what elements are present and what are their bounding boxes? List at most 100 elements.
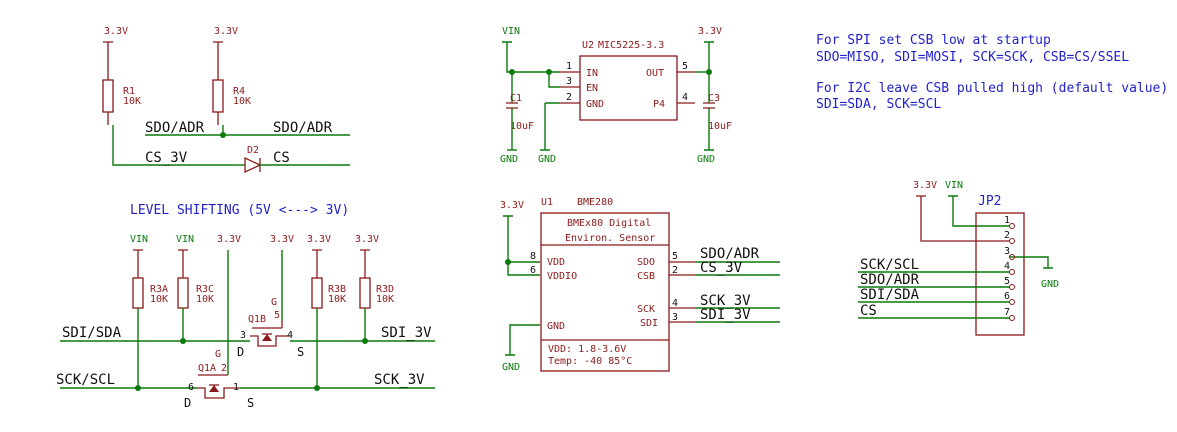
u1-title1: BMEx80 Digital: [567, 218, 651, 229]
q1b-d: D: [237, 345, 244, 359]
q1b-g: G: [271, 297, 277, 308]
net-sdo-adr-right: SDO/ADR: [273, 120, 333, 136]
v33-label-r3b: 3.3V: [307, 234, 331, 245]
u1-pin4: 4: [672, 298, 678, 309]
r3d-value: 10K: [376, 294, 394, 305]
jp2-pin-2: 2: [1004, 230, 1010, 241]
resistor-r3b: [311, 277, 323, 309]
u2-pin2: 2: [566, 92, 572, 103]
net-jp2-sdo-adr: SDO/ADR: [860, 272, 920, 288]
u2-part: MIC5225-3.3: [598, 40, 664, 51]
jp2-pin-5: 5: [1004, 276, 1010, 287]
net-sdo-adr-left: SDO/ADR: [145, 120, 205, 136]
q1b-ref: Q1B: [248, 314, 266, 325]
jp2-pin-contact: [1009, 315, 1015, 321]
header-jp2: 3.3V VIN JP2 GND SCK/SCL SDO/ADR SDI/SDA…: [858, 180, 1059, 336]
u2-pin4: 4: [682, 92, 688, 103]
r1-ref: R1: [123, 86, 135, 97]
v33-label-u2: 3.3V: [698, 26, 722, 37]
net-sdi-3v: SDI_3V: [381, 325, 432, 341]
note-line1: For SPI set CSB low at startup: [816, 33, 1051, 48]
u1-title2: Environ. Sensor: [565, 233, 655, 244]
u2-gnd: GND: [586, 99, 604, 110]
u2-pin1: 1: [566, 61, 572, 72]
q1a-ref: Q1A: [198, 363, 216, 374]
net-cs: CS: [273, 150, 290, 166]
net-u1-cs-3v: CS_3V: [700, 260, 743, 276]
u2-ref: U2: [582, 40, 594, 51]
u1-gnd: GND: [547, 321, 565, 332]
u2-body: [579, 55, 678, 121]
notes: For SPI set CSB low at startup SDO=MISO,…: [816, 33, 1168, 112]
resistor-r3c: [177, 277, 189, 309]
r4-value: 10K: [233, 96, 251, 107]
u1-sdo: SDO: [637, 257, 655, 268]
u1-pin6: 6: [530, 265, 536, 276]
jp2-pin-contact: [1009, 299, 1015, 305]
v33-label-r3d: 3.3V: [355, 234, 379, 245]
net-cs-3v: CS_3V: [145, 150, 188, 166]
resistor-r3a: [132, 277, 144, 309]
net-sck-3v: SCK_3V: [374, 372, 425, 388]
vin-label-jp2: VIN: [945, 180, 963, 191]
d2-ref: D2: [247, 145, 259, 156]
r3a-value: 10K: [150, 294, 168, 305]
u1-sck: SCK: [637, 304, 655, 315]
level-shifter-section: LEVEL SHIFTING (5V <---> 3V) VIN VIN 3.3…: [56, 203, 435, 410]
q1a-pin-gate: 2: [221, 363, 227, 374]
c3-ref: C3: [708, 93, 720, 104]
q1a-g: G: [215, 349, 221, 360]
u1-spec1: VDD: 1.8-3.6V: [548, 344, 626, 355]
u2-en: EN: [586, 83, 598, 94]
u2-in: IN: [586, 68, 598, 79]
jp2-pin-6: 6: [1004, 291, 1010, 302]
note-line4: SDI=SDA, SCK=SCL: [816, 97, 941, 112]
u1-vddio: VDDIO: [547, 271, 577, 282]
net-sck-scl: SCK/SCL: [56, 372, 115, 388]
v33-label-jp2: 3.3V: [913, 180, 937, 191]
jp2-pin-contact: [1009, 238, 1015, 244]
gnd-label-c1: GND: [500, 154, 518, 165]
r3c-value: 10K: [196, 294, 214, 305]
u2-out: OUT: [646, 68, 664, 79]
u2-pin5: 5: [682, 61, 688, 72]
v33-label-q1a: 3.3V: [217, 234, 241, 245]
jp2-pin-contact: [1009, 269, 1015, 275]
v33-label-q1b: 3.3V: [270, 234, 294, 245]
u1-csb: CSB: [637, 271, 655, 282]
r4-ref: R4: [233, 86, 245, 97]
r3c-ref: R3C: [196, 284, 214, 295]
q1b-pin4: 4: [287, 330, 293, 341]
gnd-label-u2: GND: [538, 154, 556, 165]
u1-ref: U1: [541, 197, 553, 208]
resistor-r1: [102, 79, 114, 113]
q1b-s: S: [297, 345, 304, 359]
u2-p4: P4: [653, 99, 665, 110]
u1-pin2: 2: [672, 265, 678, 276]
net-jp2-sck-scl: SCK/SCL: [860, 257, 919, 273]
q1a-s: S: [247, 396, 254, 410]
gnd-label-jp2: GND: [1041, 279, 1059, 290]
q1a-d: D: [184, 396, 191, 410]
regulator-section: VIN C1 10uF GND GND U2 MIC5225-3.3 1 3 2…: [500, 26, 732, 165]
jp2-pin-contact: [1009, 223, 1015, 229]
net-jp2-cs: CS: [860, 303, 877, 319]
gnd-label-u1: GND: [502, 362, 520, 373]
pullup-section: 3.3V R1 10K 3.3V R4 10K SDO/ADR SDO/ADR …: [102, 26, 350, 174]
net-jp2-sdi-sda: SDI/SDA: [860, 287, 920, 303]
q1a-pin1: 1: [233, 382, 239, 393]
r1-value: 10K: [123, 96, 141, 107]
mosfet-q1b: G Q1B 5 3 4 D S: [237, 297, 304, 359]
r3a-ref: R3A: [150, 284, 168, 295]
power-label-r4: 3.3V: [214, 26, 238, 37]
u1-pin8: 8: [530, 251, 536, 262]
gnd-label-c3: GND: [697, 154, 715, 165]
jp2-pin-4: 4: [1004, 261, 1010, 272]
vin-label-u2: VIN: [502, 26, 520, 37]
vin-label-r3c: VIN: [176, 234, 194, 245]
u1-sdi: SDI: [640, 318, 658, 329]
resistor-r4: [212, 79, 224, 113]
c1-ref: C1: [510, 93, 522, 104]
jp2-pin-contact: [1009, 254, 1015, 260]
